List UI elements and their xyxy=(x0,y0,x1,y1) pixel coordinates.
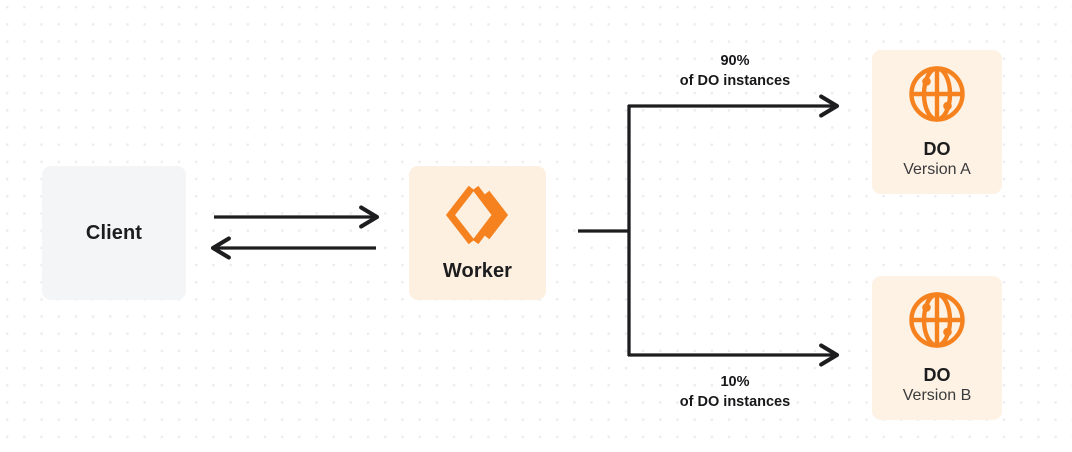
node-worker: Worker xyxy=(409,166,546,300)
node-client: Client xyxy=(42,166,186,300)
globe-icon xyxy=(906,63,968,125)
node-do-b-label: DO xyxy=(923,364,951,385)
node-worker-label: Worker xyxy=(442,260,513,282)
node-do-a-sublabel: Version A xyxy=(903,161,971,179)
cloudflare-workers-icon xyxy=(445,184,511,246)
edge-label-do-b-percent: 10% xyxy=(720,374,750,390)
edge-label-do-a-percent: 90% xyxy=(720,53,750,69)
edge-label-do-b: 10% of DO instances xyxy=(631,373,839,412)
edge-label-do-a-description: of DO instances xyxy=(679,72,791,89)
node-do-a-label: DO xyxy=(923,138,951,159)
edge-label-do-b-description: of DO instances xyxy=(679,393,791,410)
node-do-b-sublabel: Version B xyxy=(902,387,972,405)
node-client-label: Client xyxy=(85,222,143,244)
globe-icon xyxy=(906,289,968,351)
node-do-version-a: DO Version A xyxy=(872,50,1002,194)
edge-label-do-a: 90% of DO instances xyxy=(631,52,839,91)
node-do-version-b: DO Version B xyxy=(872,276,1002,420)
